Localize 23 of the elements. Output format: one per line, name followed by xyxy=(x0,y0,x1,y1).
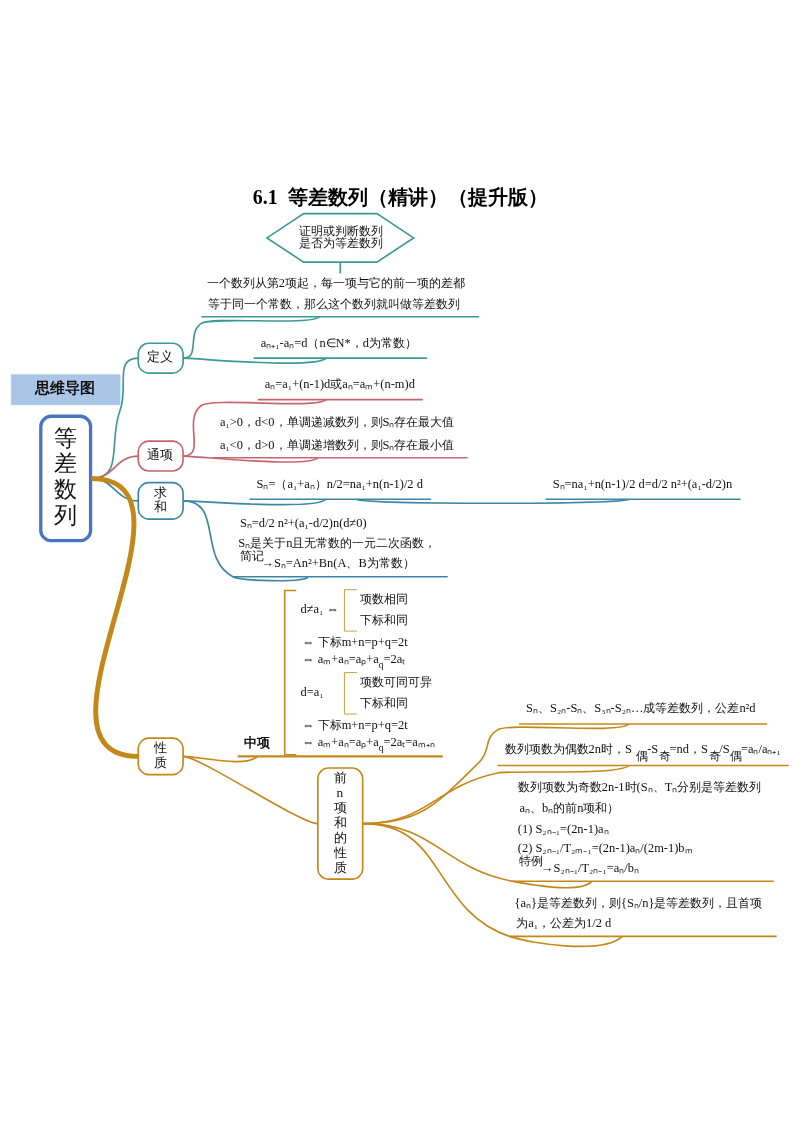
node-text: a₁>0，d<0，单调递减数列，则Sₙ存在最大值 a₁<0，d>0，单调递增数列，则Sₙ存在最小值 xyxy=(219,415,455,452)
node-box: 通项 xyxy=(137,440,184,472)
node-text: d≠a₁ ⇔ 项数相同 下标和同 ⇔ 下标m+n=p+q=2t ⇔ aₘ+aₙ=aₚ+a$_{q}$=2aₜ d=a₁ 项数可同可异 下标和同 中项 ⇔ 下标m+n=p+q=2t ⇔ aₘ+aₙ=aₚ+a$_{q}$=2aₜ=aₘ₊ₙ xyxy=(244,591,435,754)
node-box: 求和 xyxy=(137,481,184,520)
connector xyxy=(182,755,318,825)
diagram-title: 6.1 等差数列（精讲）（提升版） xyxy=(252,185,548,208)
node-text: Sₙ=（a₁+aₙ）n/2=na₁+n(n-1)/2 d xyxy=(256,476,423,491)
node-box: 等差数列 xyxy=(39,414,93,543)
node-text: Sₙ=na₁+n(n-1)/2 d=d/2 n²+(a₁-d/2)n xyxy=(552,476,733,491)
node-box: 前n项和的性质 xyxy=(317,767,364,880)
node-box: 定义 xyxy=(137,342,184,374)
node-text: {aₙ}是等差数列，则{Sₙ/n}是等差数列，且首项为a₁，公差为1/2 d xyxy=(514,895,763,931)
node-box: 思维导图 xyxy=(10,374,121,406)
connector xyxy=(355,498,630,505)
connector xyxy=(182,357,327,364)
node-text: aₙ=a₁+(n-1)d或aₙ=aₘ+(n-m)d xyxy=(264,377,415,392)
connector xyxy=(182,455,319,463)
node-box: 性质 xyxy=(137,737,184,776)
node-text: aₙ₊₁-aₙ=d（n∈N*，d为常数） xyxy=(260,335,418,350)
node-text: Sₙ、S₂ₙ-Sₙ、S₃ₙ-S₂ₙ…成等差数列，公差n²d xyxy=(526,701,756,716)
connector xyxy=(339,261,342,275)
node-text: 一个数列从第2项起，每一项与它的前一项的差都等于同一个常数，那么这个数列就叫做等差数列 xyxy=(206,275,465,311)
connector xyxy=(362,822,624,948)
